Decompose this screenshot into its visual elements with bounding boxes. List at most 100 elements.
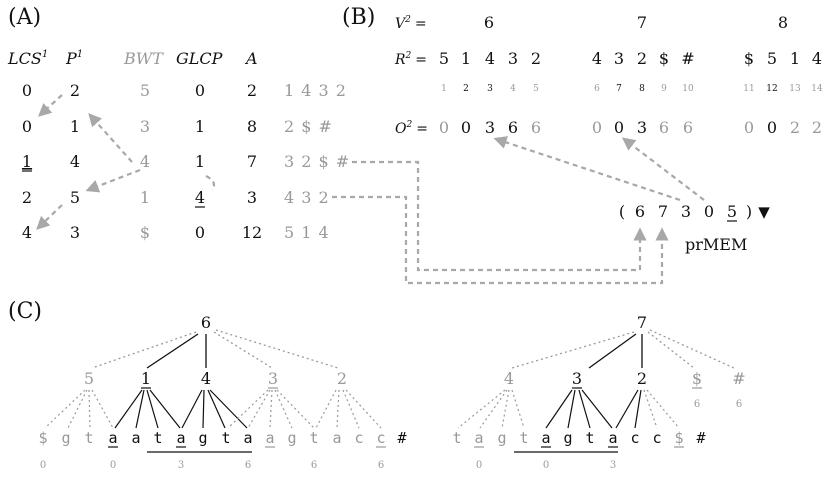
- edge: [315, 389, 337, 429]
- tree1-child: 4: [201, 369, 211, 388]
- table-row: 2 5 1 4 3 4 3 2: [22, 188, 329, 208]
- p-cell: 1: [70, 117, 80, 136]
- r-index: 13: [789, 84, 801, 94]
- panel-a-arrows: [36, 94, 216, 230]
- edge: [44, 389, 86, 429]
- arrow-lcs-row4: [36, 204, 63, 230]
- edge: [181, 389, 203, 429]
- bwt-cell: 4: [140, 152, 150, 171]
- edge: [114, 389, 143, 429]
- glcp-cell: 1: [195, 152, 205, 171]
- tree1-root-edges: [91, 329, 339, 369]
- tree1-child: 1: [141, 369, 151, 388]
- p-cell: 2: [70, 81, 80, 100]
- r-value: 1: [461, 49, 471, 68]
- leaf: t: [153, 429, 162, 447]
- edge: [647, 331, 695, 369]
- r-value: $: [659, 49, 669, 68]
- o-value: 3: [485, 118, 495, 137]
- triangle-marker: ▼: [758, 203, 770, 221]
- v-value: 6: [484, 13, 494, 32]
- a-cell: 3: [247, 188, 257, 207]
- r-value: #: [681, 49, 694, 68]
- edge: [457, 389, 506, 429]
- mark: 0: [110, 460, 116, 471]
- panel-c: (C) 6 5 1 4 3 2: [8, 299, 746, 471]
- edge: [643, 389, 658, 429]
- header-p: P1: [65, 49, 83, 68]
- edge: [135, 389, 145, 429]
- leaf: #: [397, 429, 406, 447]
- lcs-cell: 0: [22, 81, 32, 100]
- prmem-tuple: ( 6 7 3 0 5 ) ▼: [619, 202, 770, 222]
- glcp-cell: 4: [195, 188, 205, 207]
- tree1-child: 2: [337, 369, 347, 388]
- r-value: 4: [592, 49, 602, 68]
- o-value: 6: [531, 118, 541, 137]
- suffix-cell: 2 $ #: [284, 117, 332, 136]
- tree2-leaf-edges: [457, 389, 680, 429]
- o-group-2: 0 0 3 6 6: [592, 118, 693, 137]
- leaf: a: [243, 429, 252, 447]
- child-mark: 6: [694, 399, 700, 410]
- tree2-child: #: [732, 369, 745, 388]
- lcs-cell: 0: [22, 117, 32, 136]
- tree2-leaves: t a g t a g t a c c $ #: [452, 429, 705, 447]
- edge: [213, 331, 273, 369]
- arrow-lcs-row0: [38, 94, 63, 117]
- leaf: g: [198, 429, 207, 447]
- leaf: a: [131, 429, 140, 447]
- arrow-bwt-to-p-row3: [85, 168, 141, 193]
- lcs-cell: 4: [22, 223, 32, 242]
- o-row-label: O2=: [395, 120, 428, 137]
- tree2-leaf-underlines: [474, 446, 684, 453]
- tree1-leaf-edges: [44, 389, 382, 429]
- p-cell: 3: [70, 223, 80, 242]
- tree1-leaf-underlines: [108, 446, 386, 453]
- mark: 0: [476, 460, 482, 471]
- edge: [578, 389, 591, 429]
- r-value: 1: [790, 49, 800, 68]
- p-cell: 4: [70, 152, 80, 171]
- bwt-cell: 1: [140, 188, 150, 207]
- mark: 6: [311, 460, 317, 471]
- o-value: 6: [508, 118, 518, 137]
- leaf: a: [332, 429, 341, 447]
- o-value: 6: [683, 118, 693, 137]
- edge: [227, 389, 269, 429]
- a-cell: 2: [247, 81, 257, 100]
- mark: 3: [610, 460, 616, 471]
- mark: 6: [245, 460, 251, 471]
- edge: [88, 389, 91, 429]
- leaf: t: [519, 429, 528, 447]
- leaf: t: [221, 429, 230, 447]
- leaf: #: [696, 429, 705, 447]
- r-index: 5: [533, 84, 539, 94]
- tree1-root: 6: [201, 313, 211, 332]
- table-row: 0 1 3 1 8 2 $ #: [22, 117, 332, 136]
- o-value: 0: [439, 118, 449, 137]
- tree-2: 7 4 3 2 $ # 6 6: [452, 313, 745, 471]
- arrow-suffix-row2-to-tuple: [352, 160, 647, 272]
- r-row-label: R2=: [394, 51, 427, 68]
- edge: [511, 389, 525, 429]
- glcp-cell: 1: [195, 117, 205, 136]
- header-lcs: LCS1: [7, 49, 48, 68]
- header-glcp: GLCP: [176, 49, 223, 68]
- tuple-close: ): [746, 202, 752, 221]
- edge: [149, 389, 181, 429]
- arrow-bwt-to-p: [88, 113, 133, 163]
- leaf: c: [354, 429, 363, 447]
- lcs-cell: 2: [22, 188, 32, 207]
- bwt-cell: $: [140, 223, 150, 242]
- tree2-root: 7: [637, 313, 647, 332]
- leaf: a: [474, 429, 483, 447]
- edge: [634, 389, 642, 429]
- edge: [646, 389, 680, 429]
- leaf: g: [563, 429, 572, 447]
- leaf: a: [608, 429, 617, 447]
- edge: [581, 389, 613, 429]
- p-cell: 5: [70, 188, 80, 207]
- table-row: 1 4 4 1 7 3 2 $ #: [22, 152, 349, 172]
- a-cell: 7: [247, 152, 257, 171]
